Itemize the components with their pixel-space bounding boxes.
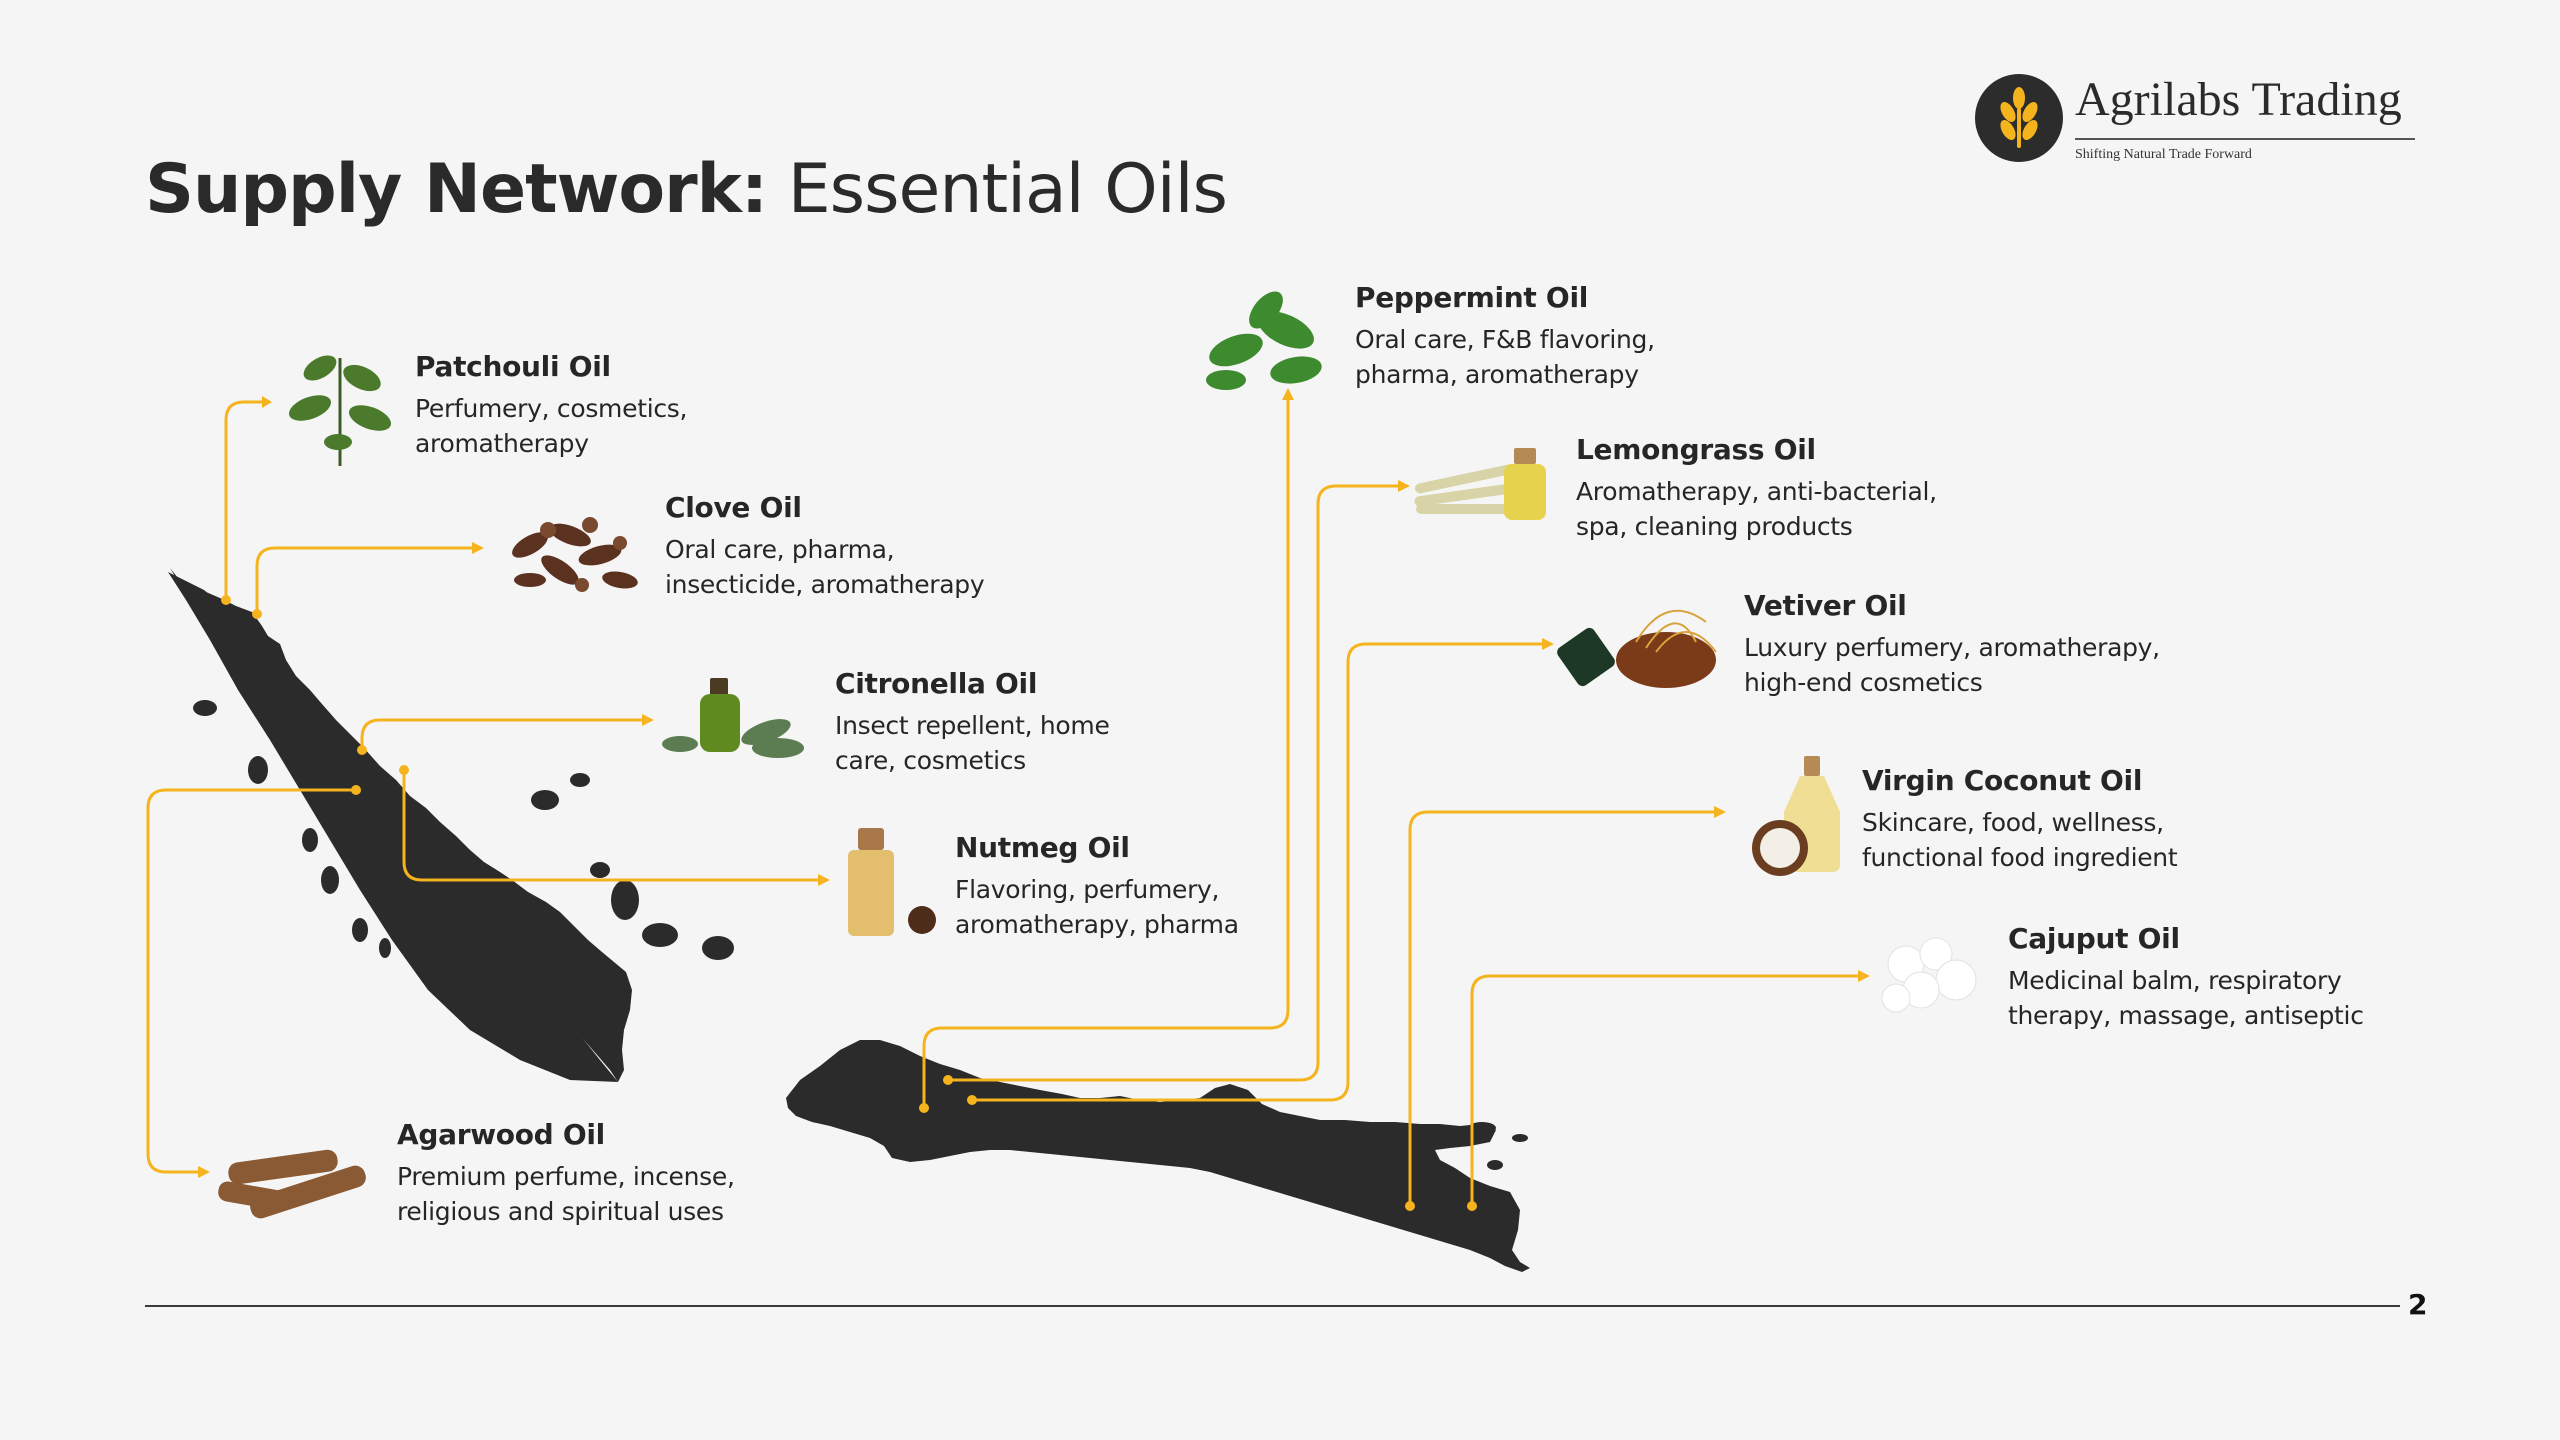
sumatra-islets — [193, 700, 734, 960]
connector-vetiver — [972, 642, 1542, 1102]
oil-description: Flavoring, perfumery,aromatherapy, pharm… — [955, 875, 1239, 939]
agarwood-chips-icon — [218, 1149, 366, 1219]
oil-item-clove: Clove Oil Oral care, pharma,insecticide,… — [665, 491, 985, 602]
connector-cajuput — [1470, 974, 1858, 1206]
oil-name: Clove Oil — [665, 491, 802, 524]
connector-peppermint — [922, 400, 1290, 1108]
title-regular: Essential Oils — [787, 150, 1228, 229]
oil-name: Peppermint Oil — [1355, 281, 1589, 314]
connector-agarwood — [146, 788, 356, 1174]
oil-description: Skincare, food, wellness,functional food… — [1862, 808, 2178, 872]
oil-name: Virgin Coconut Oil — [1862, 764, 2143, 797]
cajuput-flower-icon — [1881, 937, 1977, 1013]
java-island — [786, 1040, 1530, 1272]
footer-divider — [145, 1305, 2400, 1307]
title-bold: Supply Network: — [145, 150, 768, 229]
oil-name: Patchouli Oil — [415, 350, 611, 383]
oil-name: Cajuput Oil — [2008, 922, 2180, 955]
oil-description: Premium perfume, incense,religious and s… — [397, 1162, 735, 1226]
vetiver-roots-icon — [1557, 609, 1717, 688]
oil-name: Citronella Oil — [835, 667, 1038, 700]
wheat-logo-icon — [1975, 74, 2063, 162]
connector-coconut — [1408, 810, 1714, 1206]
oil-description: Aromatherapy, anti-bacterial,spa, cleani… — [1576, 477, 1937, 541]
brand-name: Agrilabs Trading — [2075, 73, 2402, 126]
connector-lines — [146, 400, 1858, 1206]
brand-tagline: Shifting Natural Trade Forward — [2075, 147, 2252, 162]
connector-citronella — [360, 718, 642, 750]
oil-description: Luxury perfumery, aromatherapy,high-end … — [1744, 633, 2160, 697]
citronella-bottle-icon — [662, 678, 804, 758]
peppermint-leaves-icon — [1206, 291, 1322, 390]
patchouli-leaves-icon — [288, 355, 392, 466]
oil-item-virgin-coconut: Virgin Coconut Oil Skincare, food, welln… — [1862, 764, 2178, 875]
connector-endpoints — [198, 388, 1870, 1211]
oil-item-lemongrass: Lemongrass Oil Aromatherapy, anti-bacter… — [1576, 433, 1937, 544]
connector-clove — [255, 546, 472, 614]
nutmeg-bottle-icon — [848, 828, 936, 936]
cloves-icon — [512, 517, 638, 592]
oil-name: Vetiver Oil — [1744, 589, 1907, 622]
oil-name: Lemongrass Oil — [1576, 433, 1816, 466]
oil-item-agarwood: Agarwood Oil Premium perfume, incense,re… — [397, 1118, 735, 1229]
brand-logo: Agrilabs Trading Shifting Natural Trade … — [1975, 72, 2425, 172]
oil-description: Oral care, pharma,insecticide, aromather… — [665, 535, 985, 599]
brand-divider — [2075, 138, 2415, 140]
oil-description: Perfumery, cosmetics,aromatherapy — [415, 394, 688, 458]
oil-item-vetiver: Vetiver Oil Luxury perfumery, aromathera… — [1744, 589, 2160, 700]
page-number: 2 — [2408, 1288, 2428, 1321]
java-islets — [1468, 1122, 1528, 1170]
oil-item-nutmeg: Nutmeg Oil Flavoring, perfumery,aromathe… — [955, 831, 1239, 942]
lemongrass-bottle-icon — [1414, 448, 1546, 520]
coconut-oil-icon — [1752, 756, 1840, 876]
connector-patchouli — [224, 400, 262, 600]
oil-item-patchouli: Patchouli Oil Perfumery, cosmetics,aroma… — [415, 350, 687, 461]
oil-name: Nutmeg Oil — [955, 831, 1130, 864]
sumatra-mainland-west — [168, 572, 618, 1082]
oil-item-peppermint: Peppermint Oil Oral care, F&B flavoring,… — [1355, 281, 1655, 392]
connector-nutmeg — [402, 770, 818, 882]
oil-name: Agarwood Oil — [397, 1118, 605, 1151]
oil-description: Oral care, F&B flavoring,pharma, aromath… — [1355, 325, 1655, 389]
page-title: Supply Network: Essential Oils — [145, 150, 1228, 229]
connector-lemongrass — [948, 484, 1398, 1082]
